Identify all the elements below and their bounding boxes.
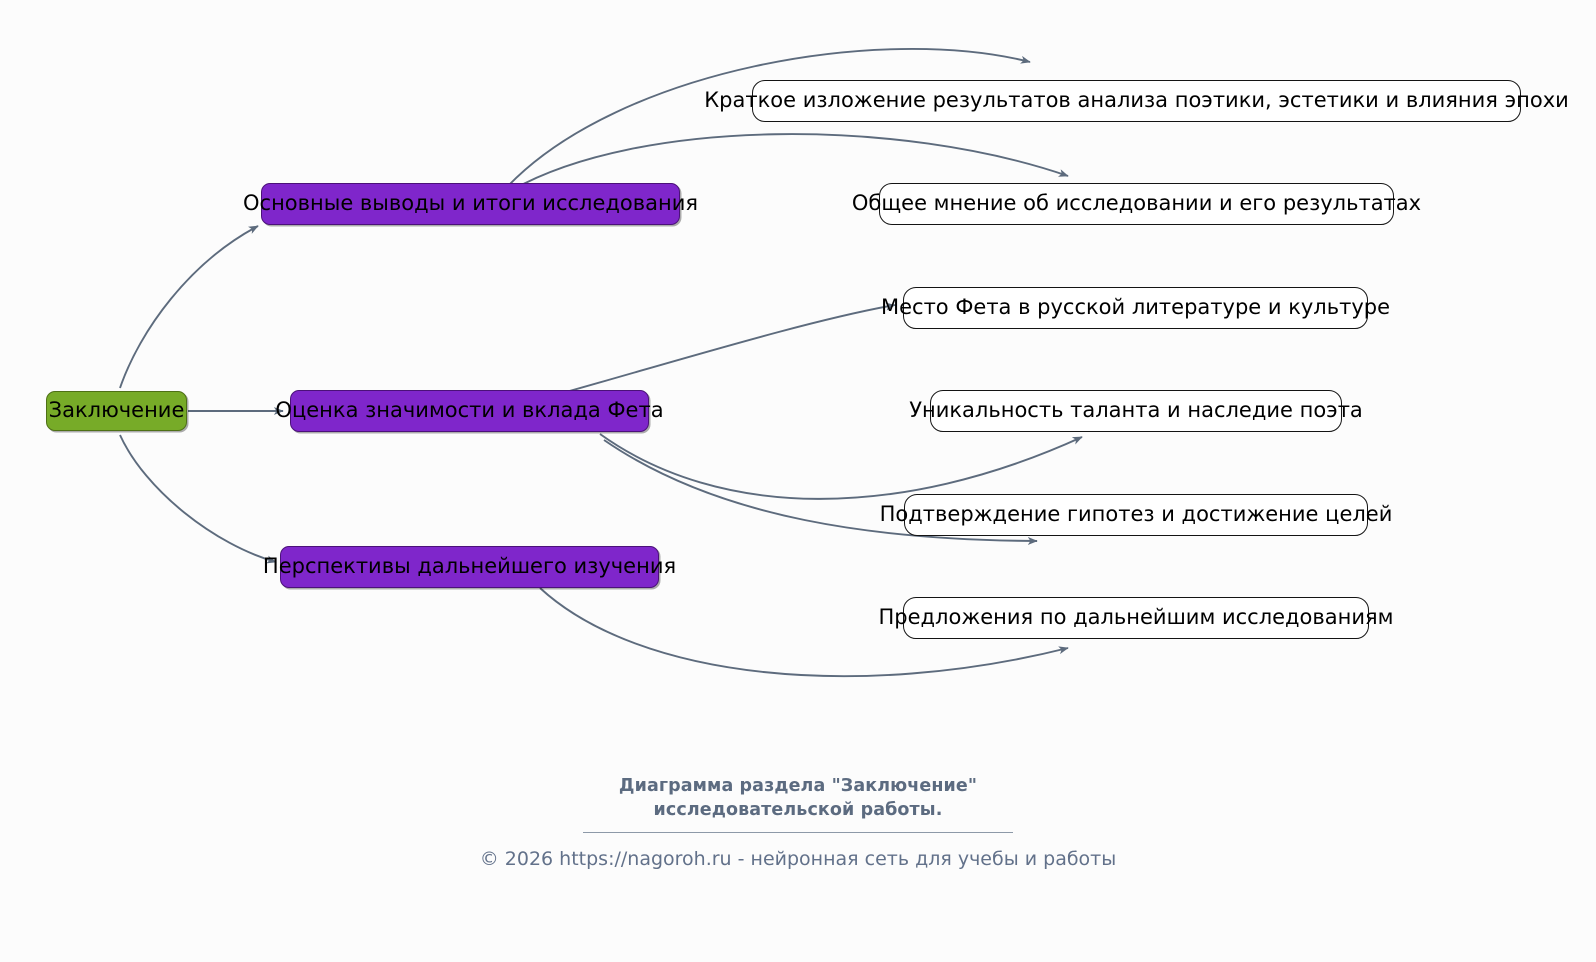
edge-branch-1-to-leaf-2	[511, 133, 1069, 191]
node-root[interactable]: Заключение	[46, 391, 187, 431]
node-leaf-hypotheses-confirmed[interactable]: Подтверждение гипотез и достижение целей	[880, 494, 1392, 536]
footer: Диаграмма раздела "Заключение" исследова…	[0, 775, 1596, 834]
node-leaf-unique-talent[interactable]: Уникальность таланта и наследие поэта	[909, 390, 1363, 432]
node-branch-label: Перспективы дальнейшего изучения	[262, 554, 677, 579]
node-leaf-fet-place[interactable]: Место Фета в русской литературе и культу…	[881, 287, 1390, 329]
footer-title: Диаграмма раздела "Заключение" исследова…	[0, 775, 1596, 822]
node-leaf-label: Место Фета в русской литературе и культу…	[880, 295, 1391, 320]
node-root-label: Заключение	[48, 398, 185, 423]
footer-title-line1: Диаграмма раздела "Заключение"	[618, 776, 978, 796]
footer-divider	[583, 832, 1013, 834]
node-leaf-label: Уникальность таланта и наследие поэта	[909, 398, 1363, 423]
edge-root-to-branch-1	[119, 225, 259, 389]
node-branch-main-conclusions[interactable]: Основные выводы и итоги исследования	[243, 183, 698, 225]
node-branch-label: Основные выводы и итоги исследования	[243, 191, 699, 216]
node-branch-significance[interactable]: Оценка значимости и вклада Фета	[275, 390, 664, 432]
footer-title-line2: исследовательской работы.	[653, 799, 943, 820]
node-leaf-label: Краткое изложение результатов анализа по…	[704, 88, 1569, 113]
node-leaf-general-opinion[interactable]: Общее мнение об исследовании и его резул…	[852, 183, 1421, 225]
node-leaf-label: Предложения по дальнейшим исследованиям	[878, 605, 1394, 630]
edge-root-to-branch-3	[119, 434, 277, 564]
footer-copyright: © 2026 https://nagoroh.ru - нейронная се…	[479, 848, 1117, 870]
edge-branch-2-to-leaf-4	[599, 433, 1083, 500]
node-leaf-summary-results[interactable]: Краткое изложение результатов анализа по…	[704, 80, 1569, 122]
node-leaf-label: Подтверждение гипотез и достижение целей	[879, 502, 1393, 527]
edge-branch-2-to-leaf-3	[565, 302, 896, 393]
node-branch-perspectives[interactable]: Перспективы дальнейшего изучения	[263, 546, 676, 588]
node-leaf-label: Общее мнение об исследовании и его резул…	[851, 191, 1422, 216]
node-leaf-further-research[interactable]: Предложения по дальнейшим исследованиям	[878, 597, 1394, 639]
node-branch-label: Оценка значимости и вклада Фета	[275, 398, 664, 423]
